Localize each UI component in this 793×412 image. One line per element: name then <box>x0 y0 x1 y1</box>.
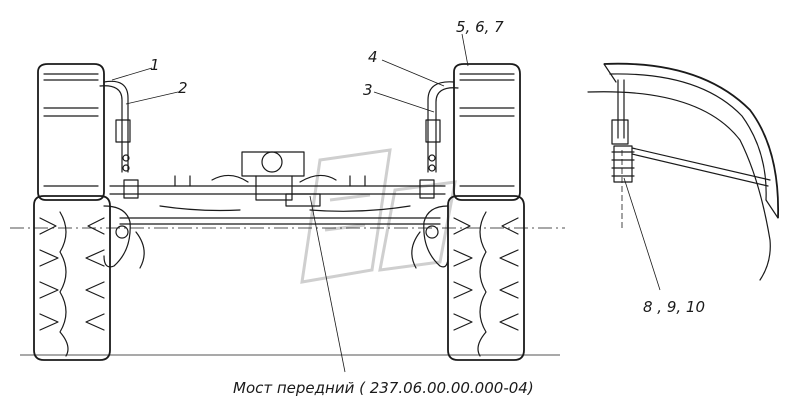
right-wheel-assembly <box>423 63 525 361</box>
front-axle-beam <box>109 151 446 269</box>
label-8-9-10: 8 , 9, 10 <box>643 298 705 316</box>
watermark-logo <box>300 148 457 284</box>
label-2: 2 <box>178 79 188 97</box>
leader-lines <box>111 33 661 373</box>
label-4: 4 <box>368 48 378 66</box>
label-3: 3 <box>363 81 373 99</box>
left-wheel-assembly <box>33 63 131 361</box>
label-5-6-7: 5, 6, 7 <box>456 18 504 36</box>
detail-view-fender-mount <box>587 62 779 281</box>
caption-front-axle: Мост передний ( 237.06.00.00.000-04) <box>233 379 534 397</box>
label-1: 1 <box>150 56 160 74</box>
